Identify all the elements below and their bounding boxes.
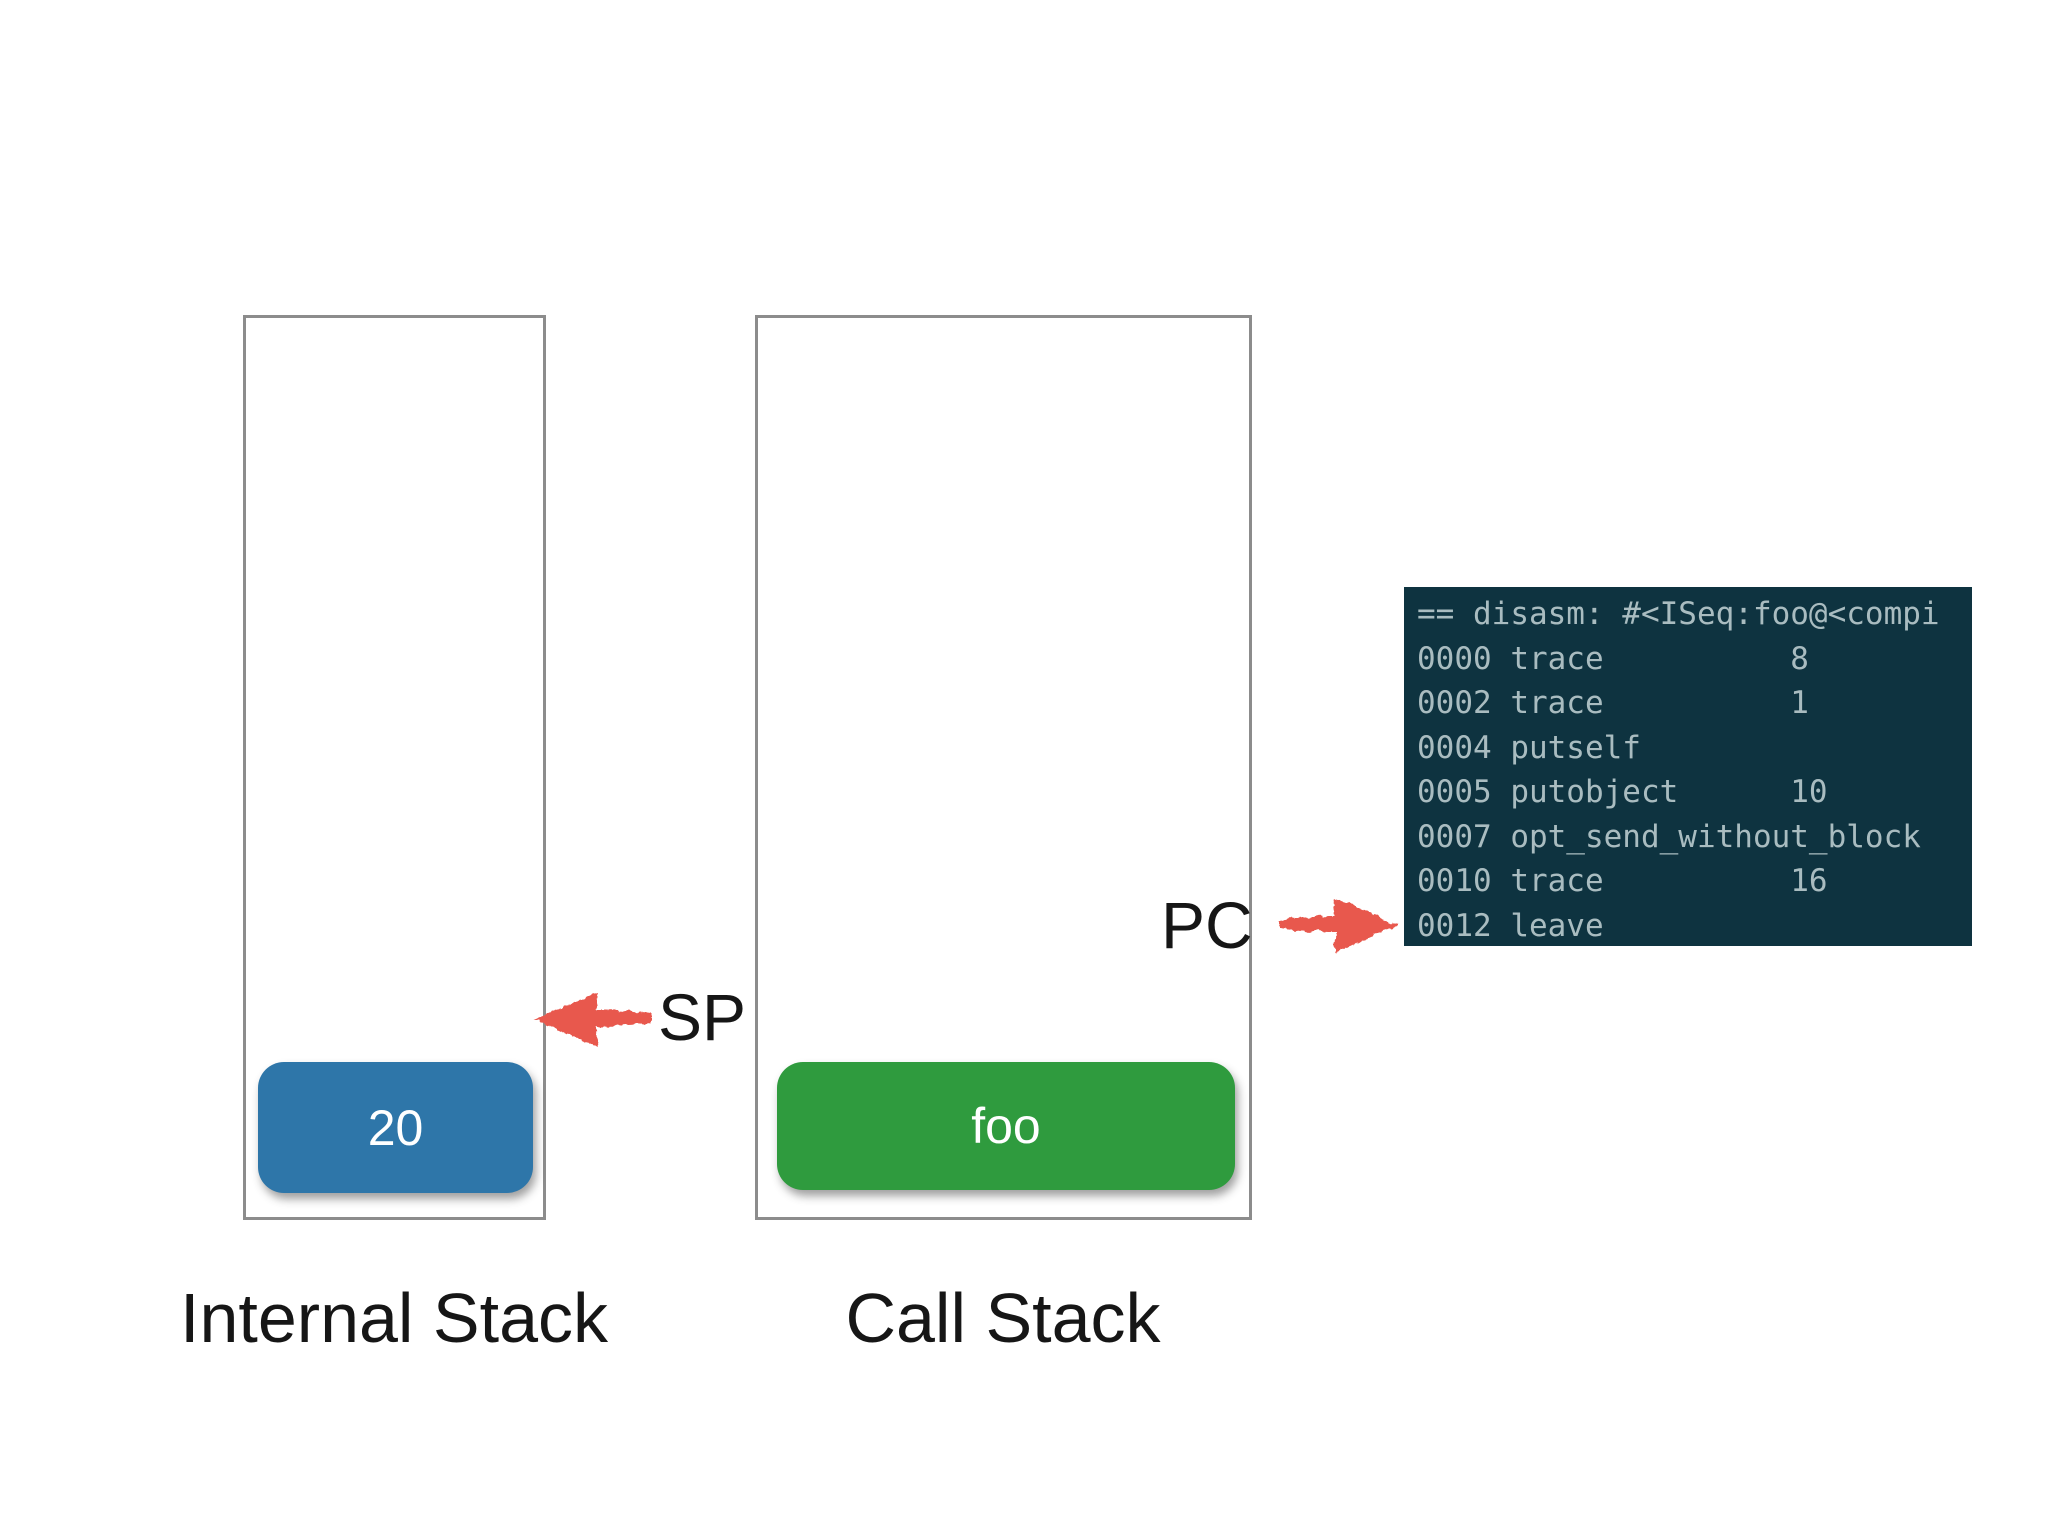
- sp-label: SP: [658, 980, 747, 1054]
- call-stack-item: foo: [777, 1062, 1235, 1190]
- disasm-line: 0002 trace 1: [1417, 685, 1809, 721]
- disasm-line: 0000 trace 8: [1417, 640, 1809, 677]
- call-stack-item-value: foo: [971, 1098, 1041, 1154]
- call-stack-caption: Call Stack: [845, 1279, 1161, 1357]
- disasm-line: 0012 leave: [1417, 907, 1604, 944]
- disasm-line: 0004 putself: [1417, 729, 1641, 766]
- sp-arrow-icon: [534, 992, 652, 1047]
- internal-stack-caption: Internal Stack: [180, 1279, 608, 1357]
- disasm-line: 0005 putobject 10: [1417, 774, 1828, 810]
- call-stack-box: foo: [755, 315, 1252, 1220]
- disasm-terminal: == disasm: #<ISeq:foo@<compi 0000 trace …: [1404, 587, 1972, 946]
- internal-stack-item-value: 20: [367, 1099, 424, 1156]
- disasm-line: == disasm: #<ISeq:foo@<compi: [1417, 596, 1940, 632]
- disasm-line: 0007 opt_send_without_block: [1417, 818, 1921, 855]
- internal-stack-box: 20: [243, 315, 546, 1220]
- pc-label: PC: [1161, 888, 1253, 962]
- disasm-line: 0010 trace 16: [1417, 863, 1828, 899]
- pc-arrow-icon: [1280, 898, 1398, 953]
- internal-stack-item: 20: [258, 1062, 533, 1193]
